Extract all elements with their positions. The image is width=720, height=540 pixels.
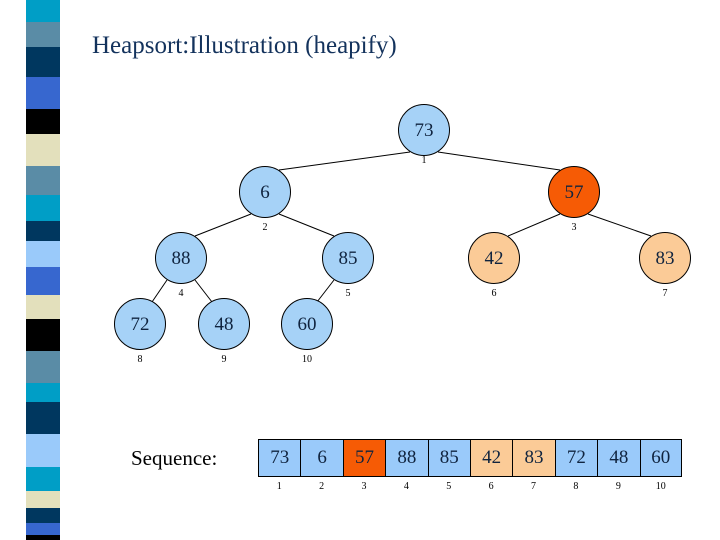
sequence-cell[interactable]: 83 <box>512 439 555 477</box>
tree-node-index: 8 <box>137 354 143 365</box>
sequence-cell-index: 4 <box>403 481 409 492</box>
tree-node[interactable]: 73 <box>398 104 450 156</box>
tree-edge <box>151 279 168 303</box>
tree-node[interactable]: 6 <box>239 166 291 218</box>
decor-band <box>26 508 60 523</box>
tree-edge <box>587 213 652 237</box>
tree-node-index: 6 <box>491 288 497 299</box>
tree-node-index: 7 <box>662 288 668 299</box>
tree-node-index: 3 <box>571 222 577 233</box>
sequence-label: Sequence: <box>131 446 218 470</box>
tree-edge <box>437 151 561 171</box>
tree-node[interactable]: 85 <box>322 232 374 284</box>
decor-band <box>26 491 60 508</box>
tree-node[interactable]: 42 <box>468 232 520 284</box>
sequence-cell[interactable]: 42 <box>469 439 513 477</box>
sequence-cell[interactable]: 88 <box>385 439 428 477</box>
sequence-cell[interactable]: 57 <box>342 439 386 477</box>
decor-band <box>26 295 60 319</box>
decor-band <box>26 109 60 134</box>
sequence-cell-index: 1 <box>276 481 282 492</box>
sequence-cell[interactable]: 72 <box>554 439 598 477</box>
tree-node[interactable]: 60 <box>281 298 333 350</box>
sequence-cell[interactable]: 85 <box>427 439 470 477</box>
sequence-cell-index: 2 <box>319 481 325 492</box>
decor-band <box>26 47 60 77</box>
sequence-cell-index: 8 <box>573 481 579 492</box>
sequence-cell[interactable]: 73 <box>258 439 301 477</box>
sequence-cell-index: 3 <box>361 481 367 492</box>
decor-band <box>26 0 60 22</box>
sequence-cell[interactable]: 6 <box>300 439 343 477</box>
tree-edge <box>316 279 335 303</box>
decor-band <box>26 221 60 241</box>
decor-band <box>26 166 60 195</box>
sequence-cell-index: 6 <box>488 481 494 492</box>
tree-edge <box>278 151 411 171</box>
decor-band <box>26 195 60 221</box>
sequence-cell[interactable]: 60 <box>639 439 682 477</box>
tree-edges <box>151 151 652 303</box>
tree-node-index: 4 <box>178 288 184 299</box>
decor-band <box>26 267 60 295</box>
decor-band <box>26 383 60 402</box>
page-title: Heapsort:Illustration (heapify) <box>92 32 397 59</box>
tree-node-index: 5 <box>345 288 351 299</box>
decor-band <box>26 22 60 47</box>
decor-band <box>26 434 60 467</box>
sequence-cell-index: 7 <box>531 481 537 492</box>
tree-node-index: 10 <box>302 354 312 365</box>
tree-node-index: 1 <box>421 155 427 166</box>
tree-edge <box>278 213 335 237</box>
decor-band <box>26 523 60 535</box>
decor-band <box>26 241 60 267</box>
tree-node-index: 9 <box>221 354 227 365</box>
decor-band <box>26 402 60 434</box>
tree-node[interactable]: 72 <box>114 298 166 350</box>
decor-band <box>26 319 60 351</box>
tree-node[interactable]: 83 <box>639 232 691 284</box>
decor-band <box>26 77 60 109</box>
tree-node[interactable]: 48 <box>198 298 250 350</box>
decor-band <box>26 134 60 166</box>
tree-edge <box>194 213 252 237</box>
decorative-color-strip <box>26 0 60 540</box>
sequence-cell-index: 9 <box>615 481 621 492</box>
decor-band <box>26 535 60 540</box>
sequence-index-row: 1 2 3 4 5 6 7 8 9 10 <box>258 481 682 492</box>
sequence-cell[interactable]: 48 <box>597 439 640 477</box>
decor-band <box>26 467 60 491</box>
tree-node-index: 2 <box>262 222 268 233</box>
sequence-cell-index: 5 <box>446 481 452 492</box>
tree-node[interactable]: 57 <box>548 166 600 218</box>
tree-edge <box>507 213 561 237</box>
sequence-cell-index: 10 <box>655 481 666 492</box>
tree-node[interactable]: 88 <box>155 232 207 284</box>
tree-edge <box>194 279 213 303</box>
decor-band <box>26 351 60 383</box>
